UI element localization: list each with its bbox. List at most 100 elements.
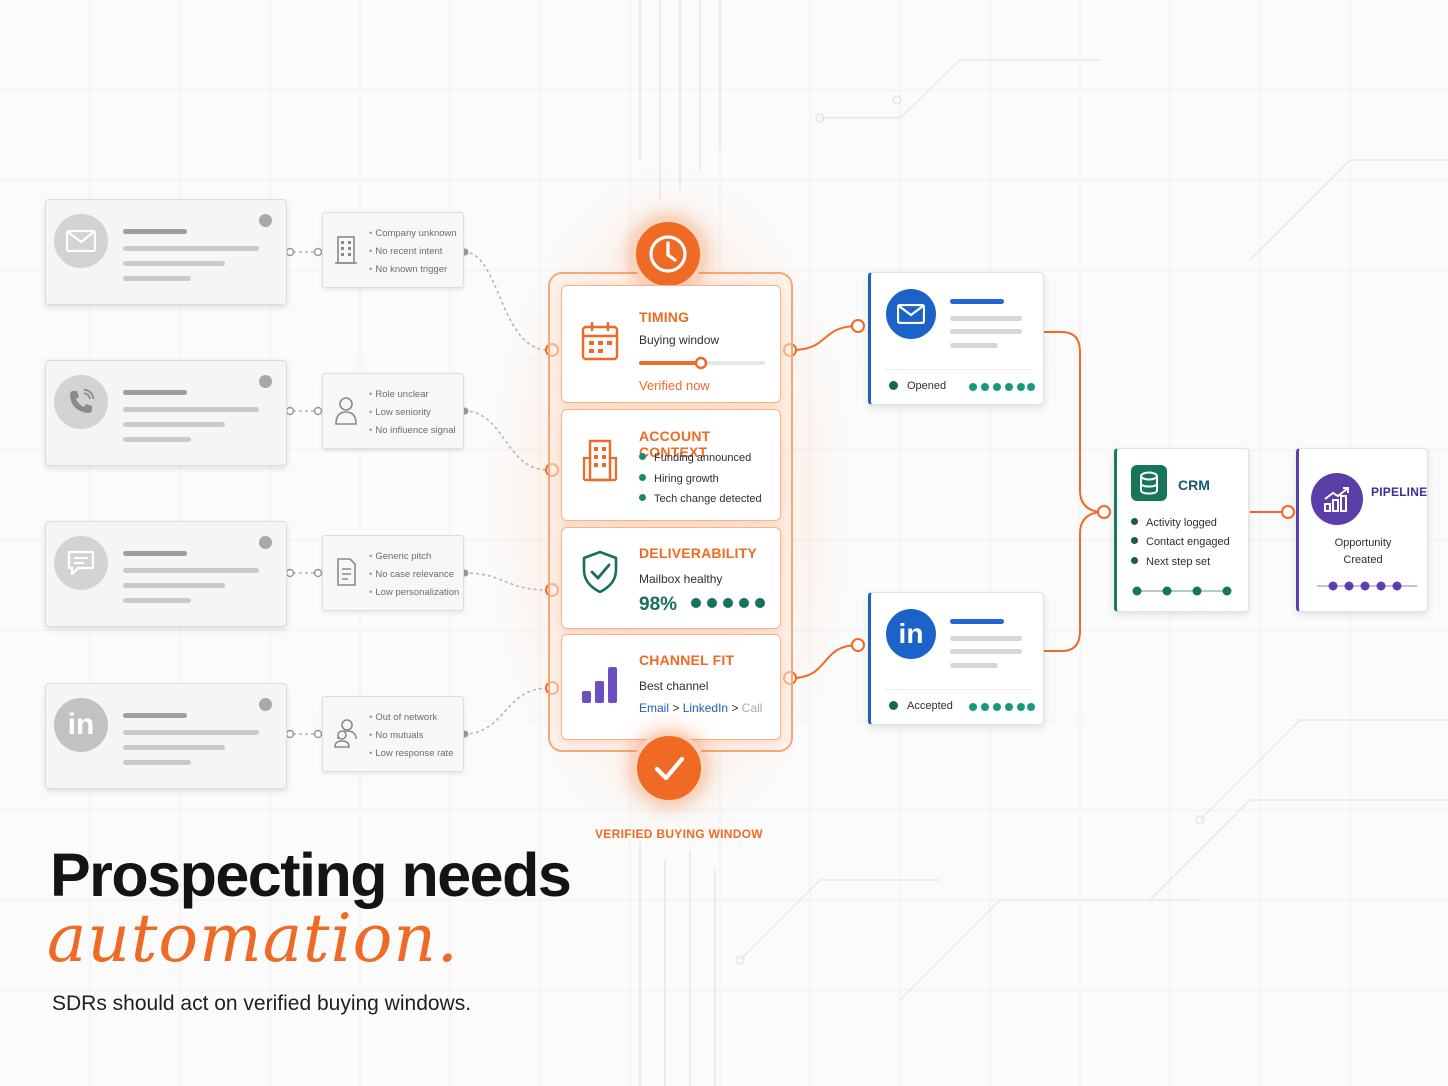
pipeline-progress: [1317, 581, 1417, 591]
status-dot: [259, 698, 272, 711]
status-dot: [259, 536, 272, 549]
crm-item: Next step set: [1131, 556, 1210, 568]
placeholder-line: [123, 437, 191, 442]
document-icon: [337, 558, 356, 586]
placeholder-line: [950, 663, 998, 668]
account-context-stage: ACCOUNT CONTEXT Funding announced Hiring…: [561, 409, 781, 521]
clock-icon: [632, 218, 704, 290]
linkedin-icon: in: [886, 609, 936, 659]
channel-option-linkedin[interactable]: LinkedIn: [682, 701, 729, 715]
progress-dots: [969, 703, 1035, 711]
email-channel-card[interactable]: [45, 199, 287, 305]
placeholder-line: [123, 407, 259, 412]
headline-line-1: Prospecting needs: [50, 841, 572, 909]
people-icon: [334, 719, 357, 748]
pipeline-title: PIPELINE: [1371, 485, 1428, 499]
company-problem-note: Company unknown No recent intent No know…: [322, 212, 464, 288]
crm-card[interactable]: CRM Activity logged Contact engaged Next…: [1114, 448, 1249, 612]
envelope-icon: [54, 214, 108, 268]
placeholder-line: [950, 343, 998, 348]
timing-subtitle: Buying window: [639, 333, 720, 347]
deliverability-subtitle: Mailbox healthy: [639, 572, 723, 586]
note-item: No case relevance: [369, 566, 459, 584]
headline-subtitle: SDRs should act on verified buying windo…: [52, 992, 472, 1015]
note-item: No known trigger: [369, 261, 457, 279]
database-icon: [1131, 465, 1167, 501]
shield-check-icon: [582, 550, 618, 594]
placeholder-line: [950, 329, 1022, 334]
phone-icon: [54, 375, 108, 429]
placeholder-line: [123, 598, 191, 603]
progress-dots: [969, 383, 1035, 391]
check-icon: [633, 732, 705, 804]
role-problem-note: Role unclear Low seniority No influence …: [322, 373, 464, 449]
growth-chart-icon: [1311, 473, 1363, 525]
building-icon: [582, 439, 618, 482]
placeholder-line: [123, 390, 187, 395]
building-icon: [335, 236, 357, 264]
placeholder-line: [123, 246, 259, 251]
status-dot: [259, 375, 272, 388]
chat-icon: [54, 536, 108, 590]
email-result-card[interactable]: Opened: [868, 272, 1044, 405]
crm-item: Contact engaged: [1131, 536, 1230, 548]
crm-progress: [1132, 586, 1232, 596]
placeholder-line: [123, 583, 225, 588]
placeholder-line: [123, 261, 225, 266]
placeholder-line: [950, 649, 1022, 654]
channel-fit-stage: CHANNEL FIT Best channel Email > LinkedI…: [561, 634, 781, 740]
envelope-icon: [886, 289, 936, 339]
note-item: Out of network: [369, 709, 454, 727]
placeholder-line: [950, 299, 1004, 304]
verified-buying-window-label: VERIFIED BUYING WINDOW: [595, 827, 763, 841]
channel-separator: >: [731, 701, 739, 715]
deliverability-dots: [691, 598, 765, 608]
placeholder-line: [123, 745, 225, 750]
timing-title: TIMING: [639, 309, 690, 325]
channel-option-email[interactable]: Email: [639, 701, 670, 715]
timing-status: Verified now: [639, 378, 710, 393]
email-status: Opened: [889, 380, 946, 392]
note-item: Low personalization: [369, 584, 459, 602]
crm-item: Activity logged: [1131, 517, 1217, 529]
placeholder-line: [950, 619, 1004, 624]
status-dot: [259, 214, 272, 227]
network-problem-note: Out of network No mutuals Low response r…: [322, 696, 464, 772]
placeholder-line: [950, 636, 1022, 641]
deliverability-stage: DELIVERABILITY Mailbox healthy 98%: [561, 527, 781, 629]
channel-fit-subtitle: Best channel: [639, 679, 709, 693]
calendar-icon: [581, 322, 619, 361]
chat-channel-card[interactable]: [45, 521, 287, 627]
placeholder-line: [123, 229, 187, 234]
bar-chart-icon: [582, 667, 617, 703]
placeholder-line: [950, 316, 1022, 321]
linkedin-result-card[interactable]: in Accepted: [868, 592, 1044, 725]
placeholder-line: [123, 551, 187, 556]
note-item: No recent intent: [369, 243, 457, 261]
note-item: Generic pitch: [369, 548, 459, 566]
channel-option-call[interactable]: Call: [741, 701, 763, 715]
account-signal: Hiring growth: [639, 473, 719, 485]
placeholder-line: [123, 760, 191, 765]
headline-line-2: automation.: [47, 900, 459, 977]
linkedin-channel-card[interactable]: in: [45, 683, 287, 789]
deliverability-title: DELIVERABILITY: [639, 545, 757, 561]
pipeline-line-1: Opportunity: [1334, 537, 1392, 549]
channel-fit-title: CHANNEL FIT: [639, 652, 735, 668]
account-signal: Funding announced: [639, 452, 751, 464]
pipeline-card[interactable]: PIPELINE Opportunity Created: [1296, 448, 1428, 612]
message-problem-note: Generic pitch No case relevance Low pers…: [322, 535, 464, 611]
note-item: No influence signal: [369, 422, 455, 440]
divider: [883, 369, 1031, 370]
person-icon: [335, 397, 357, 425]
divider: [883, 689, 1031, 690]
placeholder-line: [123, 730, 259, 735]
placeholder-line: [123, 713, 187, 718]
linkedin-icon: in: [54, 698, 108, 752]
timing-stage: TIMING Buying window Verified now: [561, 285, 781, 403]
placeholder-line: [123, 276, 191, 281]
phone-channel-card[interactable]: [45, 360, 287, 466]
linkedin-status: Accepted: [889, 700, 953, 712]
channel-options: Email > LinkedIn > Call: [639, 701, 762, 715]
note-item: Role unclear: [369, 386, 456, 404]
